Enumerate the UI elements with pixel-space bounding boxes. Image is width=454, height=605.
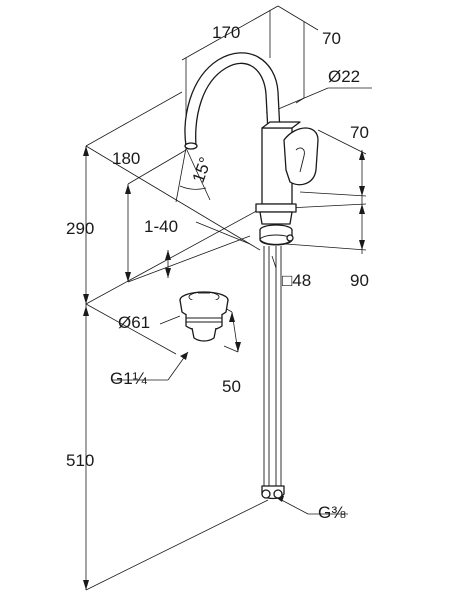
waste-thread-label: G1¼	[110, 369, 148, 388]
spout-reach-label: 170	[212, 23, 240, 42]
base-height-label: 90	[350, 271, 369, 290]
base-square-label: □48	[282, 271, 311, 290]
hose-length-label: 510	[66, 451, 94, 470]
waste-diameter-label: Ø61	[118, 313, 150, 332]
dimension-lines	[85, 5, 372, 591]
hose-thread-label: G⅜	[318, 503, 346, 522]
total-height-label: 290	[66, 219, 94, 238]
handle-height-label: 70	[350, 123, 369, 142]
dimension-labels: 170 70 Ø22 70 180 15° 290 1-40 □48 90 Ø6…	[66, 23, 369, 522]
spout-height-label: 180	[112, 149, 140, 168]
waste-length-label: 50	[222, 377, 241, 396]
waste-valve	[179, 291, 229, 342]
tap-body	[184, 52, 319, 246]
arrow-heads	[83, 110, 365, 590]
spout-diameter-label: Ø22	[328, 67, 360, 86]
head-depth-label: 70	[322, 29, 341, 48]
swivel-angle-label: 15°	[189, 155, 216, 186]
deck-thickness-label: 1-40	[144, 217, 178, 236]
supply-hoses	[261, 246, 285, 500]
